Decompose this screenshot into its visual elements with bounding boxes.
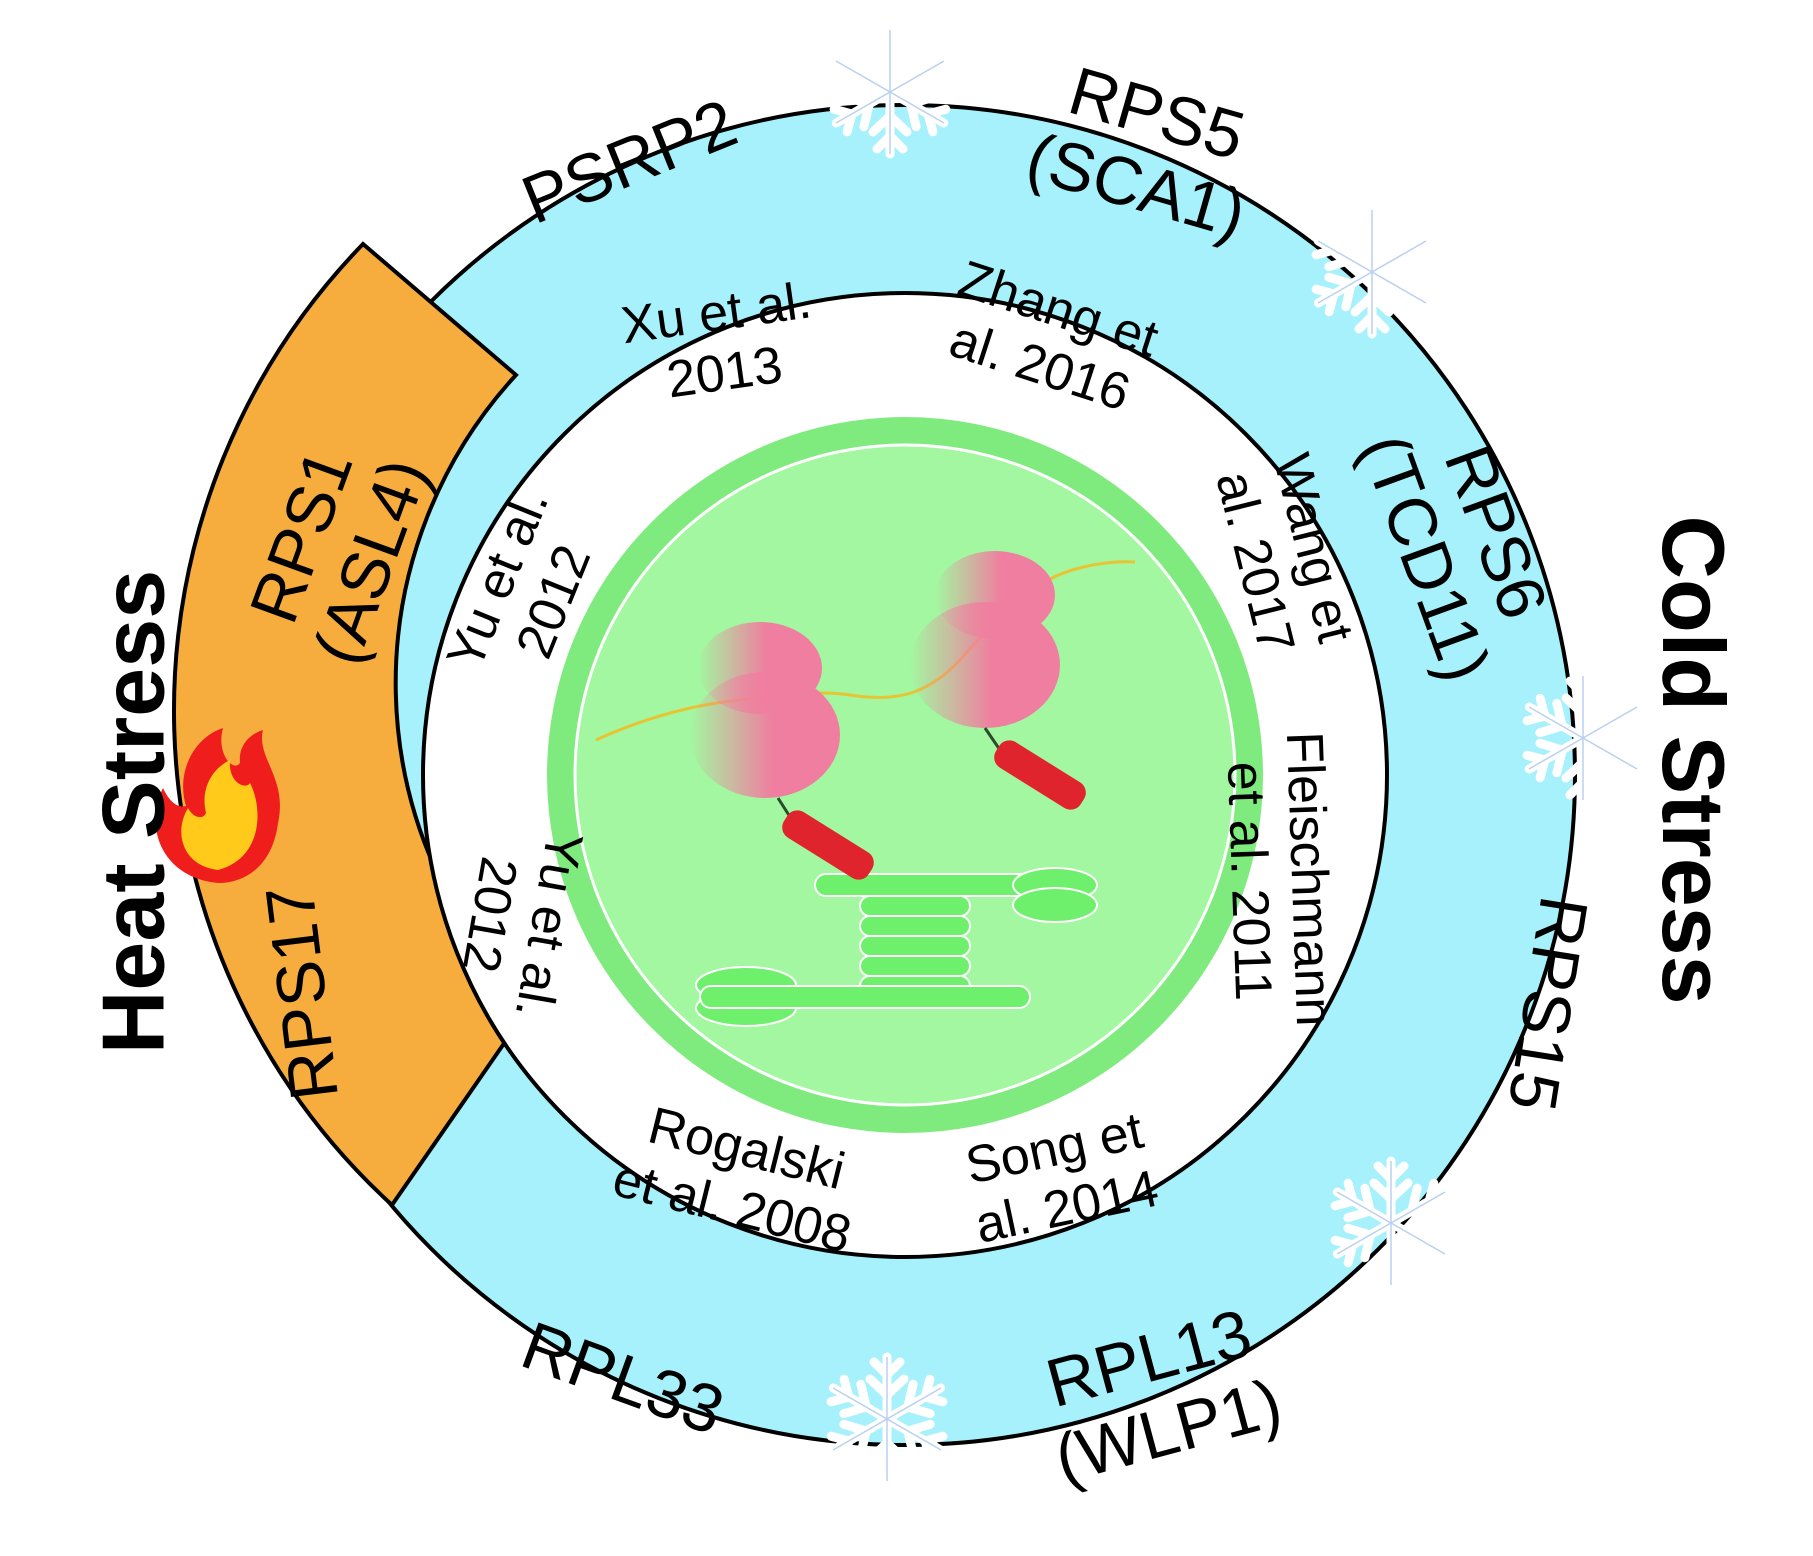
flame-icon — [155, 728, 280, 883]
heat-stress-label: Heat Stress — [83, 570, 182, 1054]
nascent-peptide-right — [994, 740, 1086, 810]
thylakoid-grana — [695, 867, 1098, 1027]
chloroplast — [547, 417, 1263, 1133]
protein-rps1: RPS1 (ASL4) — [235, 440, 443, 674]
citation-line: et al. 2011 — [1216, 761, 1282, 1002]
cold-stress-label: Cold Stress — [1644, 515, 1743, 1004]
snowflake-icon — [828, 30, 952, 154]
heat-stress-sector — [171, 241, 533, 1209]
citation-line: Fleischmann — [1275, 731, 1343, 1028]
citation-fleischmann-2011: Fleischmann et al. 2011 — [1216, 731, 1343, 1028]
ribosome-left — [690, 622, 874, 880]
nascent-peptide-left — [782, 810, 874, 880]
ribosome-right — [910, 551, 1086, 810]
